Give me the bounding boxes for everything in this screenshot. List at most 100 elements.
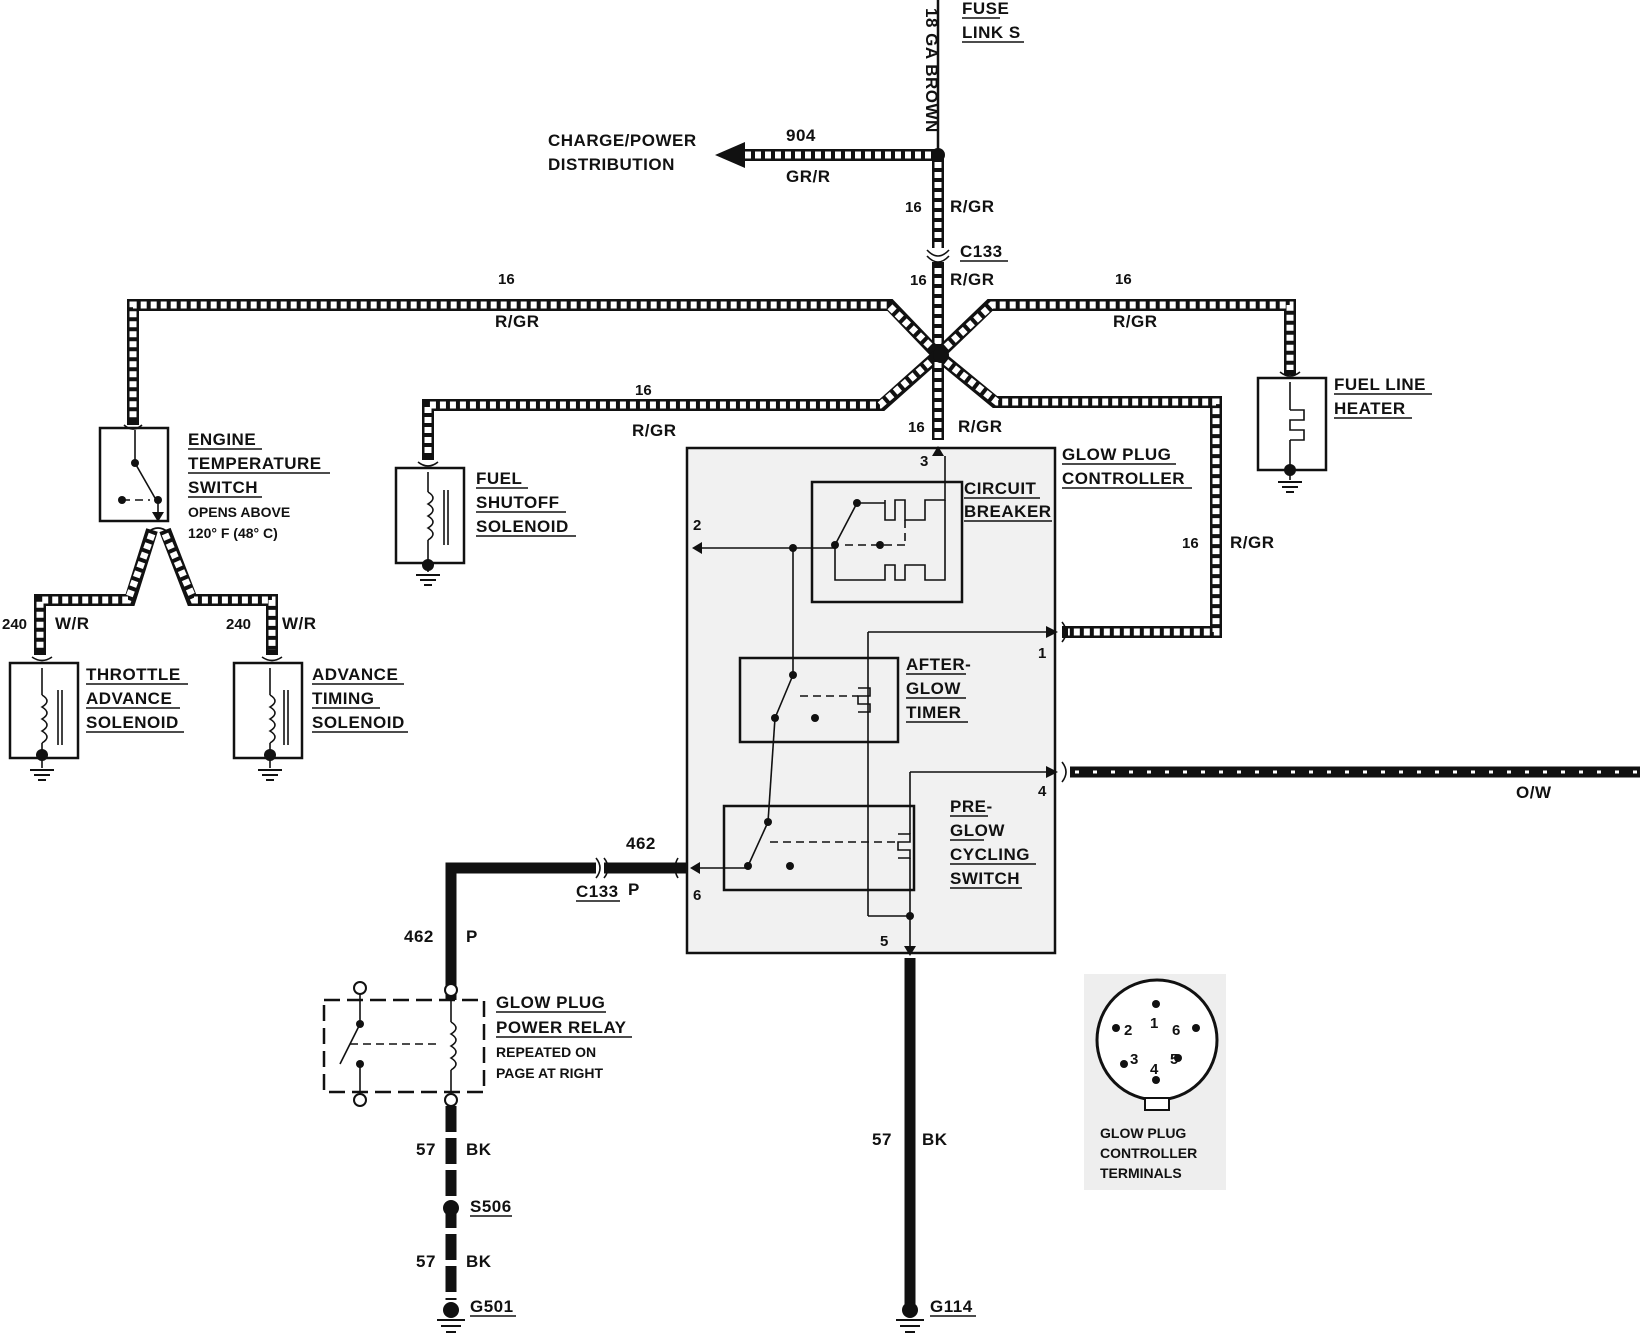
s506-label: S506 [470,1197,512,1216]
fuel-line-heater: FUEL LINE HEATER [1256,371,1432,493]
tv-pin-1: 1 [1150,1015,1158,1032]
glow-plug-controller: GLOW PLUG CONTROLLER 3 CIRCUIT BREAKER 2… [685,445,1192,956]
color-bk-label-1: BK [466,1140,492,1159]
color-o-w-label: O/W [1516,783,1552,802]
advance-timing-solenoid: ADVANCE TIMING SOLENOID [232,656,408,781]
c133-bottom-label: C133 [576,882,619,901]
ground-symbol [30,769,54,781]
ets-label-2: TEMPERATURE [188,454,322,473]
tv-caption-2: CONTROLLER [1100,1145,1197,1161]
g501-label: G501 [470,1297,514,1316]
circuit-462-label-2: 462 [404,927,434,946]
tv-caption-3: TERMINALS [1100,1165,1182,1181]
ground-symbol [437,1319,465,1333]
pin-1-label: 1 [1038,645,1046,662]
color-r-gr-label-2: R/GR [950,270,995,289]
agt-label-3: TIMER [906,703,961,722]
color-w-r-left: W/R [55,614,90,633]
circuit-462: 462 C133 P 462 P [404,834,686,1000]
pin-6-label: 6 [693,887,701,904]
fss-label-1: FUEL [476,469,522,488]
color-w-r-right: W/R [282,614,317,633]
pgs-label-3: CYCLING [950,845,1030,864]
gauge-240-right: 240 [226,616,251,633]
gauge-16-flh: 16 [1115,271,1132,288]
color-r-gr-flh: R/GR [1113,312,1158,331]
color-p-label-2: P [466,927,478,946]
color-gr-r-label: GR/R [786,167,831,186]
tv-pin-6: 6 [1172,1022,1180,1039]
controller-terminal-view: 1 2 3 4 5 6 GLOW PLUG CONTROLLER TERMINA… [1084,974,1226,1190]
tv-pin-4: 4 [1150,1061,1159,1078]
gpr-label-1: GLOW PLUG [496,993,605,1012]
feed-wire-label: 18 GA BROWN [922,8,941,133]
ground-symbol [258,769,282,781]
fuse-link-label-1: FUSE [962,0,1009,18]
gauge-240-left: 240 [2,616,27,633]
ets-note-1: OPENS ABOVE [188,504,290,520]
color-r-gr-label: R/GR [950,197,995,216]
color-bk-label-3: BK [922,1130,948,1149]
agt-label-2: GLOW [906,679,961,698]
arrow-to-charge-distribution [715,142,745,168]
gauge-16-pin1: 16 [1182,535,1199,552]
tas-label-2: ADVANCE [86,689,172,708]
cb-label-1: CIRCUIT [964,479,1037,498]
engine-temperature-switch: ENGINE TEMPERATURE SWITCH OPENS ABOVE 12… [2,424,330,655]
tv-caption-1: GLOW PLUG [1100,1125,1186,1141]
charge-dist-label-1: CHARGE/POWER [548,131,697,150]
circuit-462-label: 462 [626,834,656,853]
pin-5-label: 5 [880,933,888,950]
color-r-gr-fss: R/GR [632,421,677,440]
g114-label: G114 [930,1297,973,1316]
tv-pin-2: 2 [1124,1022,1132,1039]
fuel-shutoff-solenoid: FUEL SHUTOFF SOLENOID [394,461,576,586]
glow-plug-power-relay: GLOW PLUG POWER RELAY REPEATED ON PAGE A… [322,981,632,1107]
ats-label-1: ADVANCE [312,665,398,684]
circuit-57-label-1: 57 [416,1140,436,1159]
pin-2-label: 2 [693,517,701,534]
agt-label-1: AFTER- [906,655,971,674]
flh-label-1: FUEL LINE [1334,375,1426,394]
power-feed: FUSE LINK S 18 GA BROWN CHARGE/POWER DIS… [548,0,1024,355]
circuit-904-label: 904 [786,126,816,145]
ets-label-3: SWITCH [188,478,258,497]
fuse-link-label-2: LINK S [962,23,1021,42]
gpr-label-2: POWER RELAY [496,1018,627,1037]
ground-symbol [1278,481,1302,493]
tas-label-1: THROTTLE [86,665,181,684]
ats-label-2: TIMING [312,689,375,708]
pin-3-label: 3 [920,453,928,470]
gauge-16-ets: 16 [498,271,515,288]
ow-output: O/W [1061,761,1640,802]
flh-label-2: HEATER [1334,399,1406,418]
gauge-16-fss: 16 [635,382,652,399]
ground-symbol [416,574,440,586]
pgs-label-2: GLOW [950,821,1005,840]
cb-label-2: BREAKER [964,502,1052,521]
pgs-label-1: PRE- [950,797,993,816]
color-bk-label-2: BK [466,1252,492,1271]
color-p-label: P [628,880,640,899]
ground-circuit-g501: 57 BK S506 57 BK G501 [416,1106,516,1333]
relay-note-2: PAGE AT RIGHT [496,1065,604,1081]
fss-label-2: SHUTOFF [476,493,559,512]
fss-label-3: SOLENOID [476,517,569,536]
color-r-gr-pin3: R/GR [958,417,1003,436]
tv-pin-5: 5 [1170,1051,1178,1068]
pgs-label-4: SWITCH [950,869,1020,888]
throttle-advance-solenoid: THROTTLE ADVANCE SOLENOID [8,656,188,781]
circuit-57-label-3: 57 [872,1130,892,1149]
harness-branches: 16 R/GR 16 R/GR 16 R/GR 16 R/GR 16 R/GR [127,271,1296,638]
gpc-label-2: CONTROLLER [1062,469,1185,488]
central-splice [933,347,949,363]
ets-note-2: 120° F (48° C) [188,525,278,541]
ets-label-1: ENGINE [188,430,256,449]
color-r-gr-pin1: R/GR [1230,533,1275,552]
tas-label-3: SOLENOID [86,713,179,732]
tv-pin-3: 3 [1130,1051,1138,1068]
charge-dist-label-2: DISTRIBUTION [548,155,675,174]
ats-label-3: SOLENOID [312,713,405,732]
gpc-label-1: GLOW PLUG [1062,445,1171,464]
